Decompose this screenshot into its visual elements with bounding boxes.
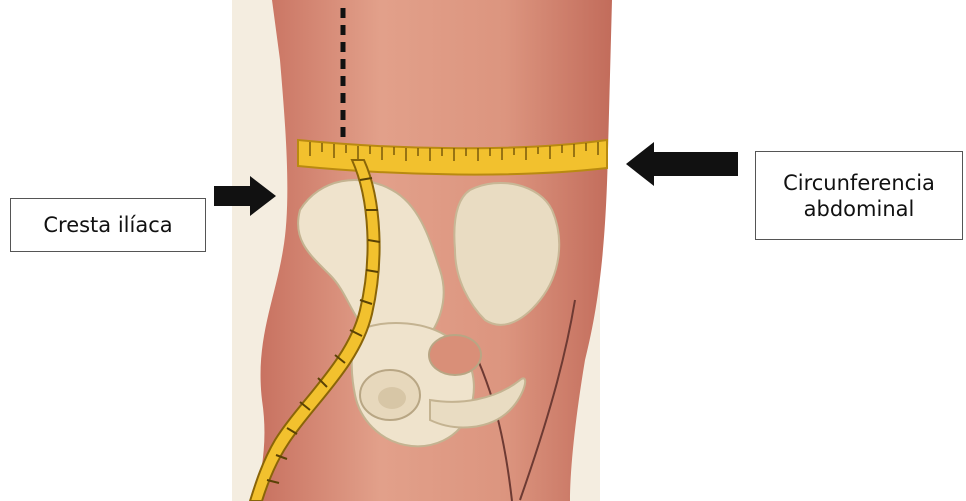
abdominal-circumference-text-line1: Circunferencia <box>783 170 935 196</box>
arrow-left-icon <box>626 142 738 186</box>
abdominal-circumference-label: Circunferencia abdominal <box>755 151 963 240</box>
iliac-crest-label: Cresta ilíaca <box>10 198 206 252</box>
iliac-crest-text: Cresta ilíaca <box>43 212 172 238</box>
abdominal-circumference-text-line2: abdominal <box>804 196 915 222</box>
